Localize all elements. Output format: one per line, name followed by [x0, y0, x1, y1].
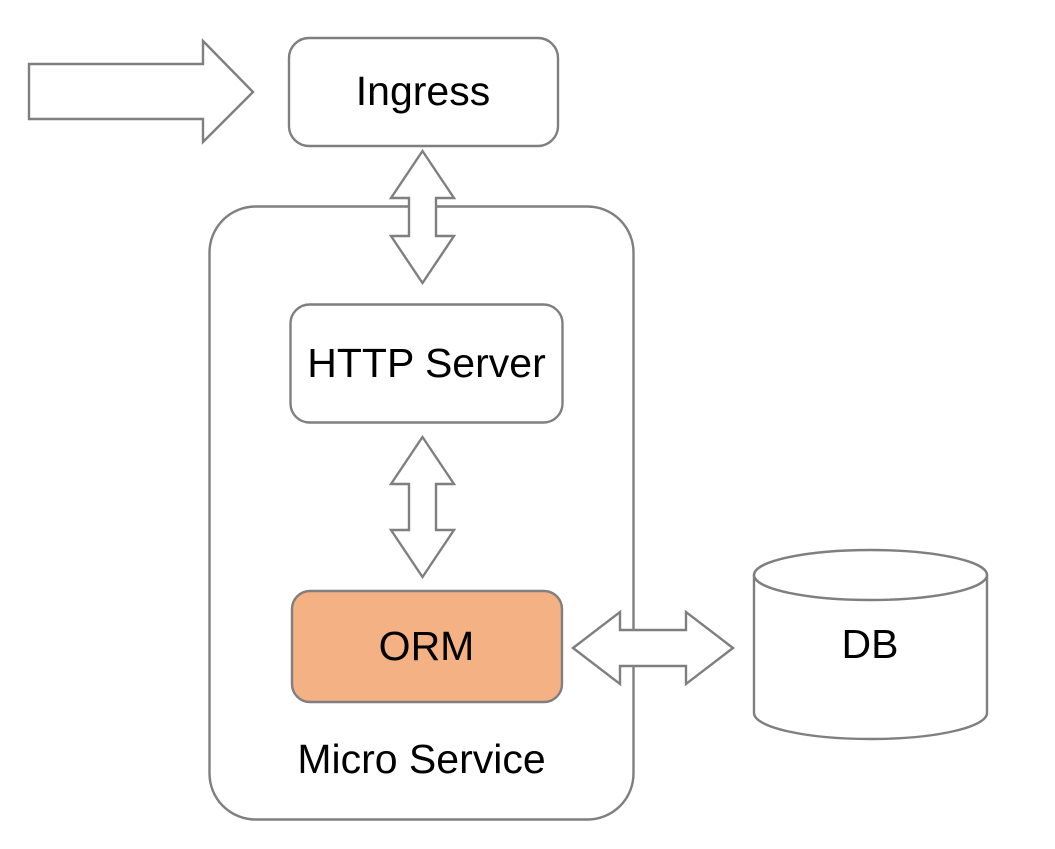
http-server-box[interactable]: [289, 303, 564, 424]
ingress-box[interactable]: [287, 36, 560, 148]
block-arrow-up-down-icon-ingress-http: [388, 148, 457, 286]
db-cylinder[interactable]: [752, 548, 989, 741]
block-arrow-left-right-icon: [571, 609, 735, 687]
orm-box[interactable]: [290, 589, 564, 704]
block-arrow-up-down-icon-http-orm: [388, 434, 457, 580]
block-arrow-right-icon: [27, 38, 255, 145]
